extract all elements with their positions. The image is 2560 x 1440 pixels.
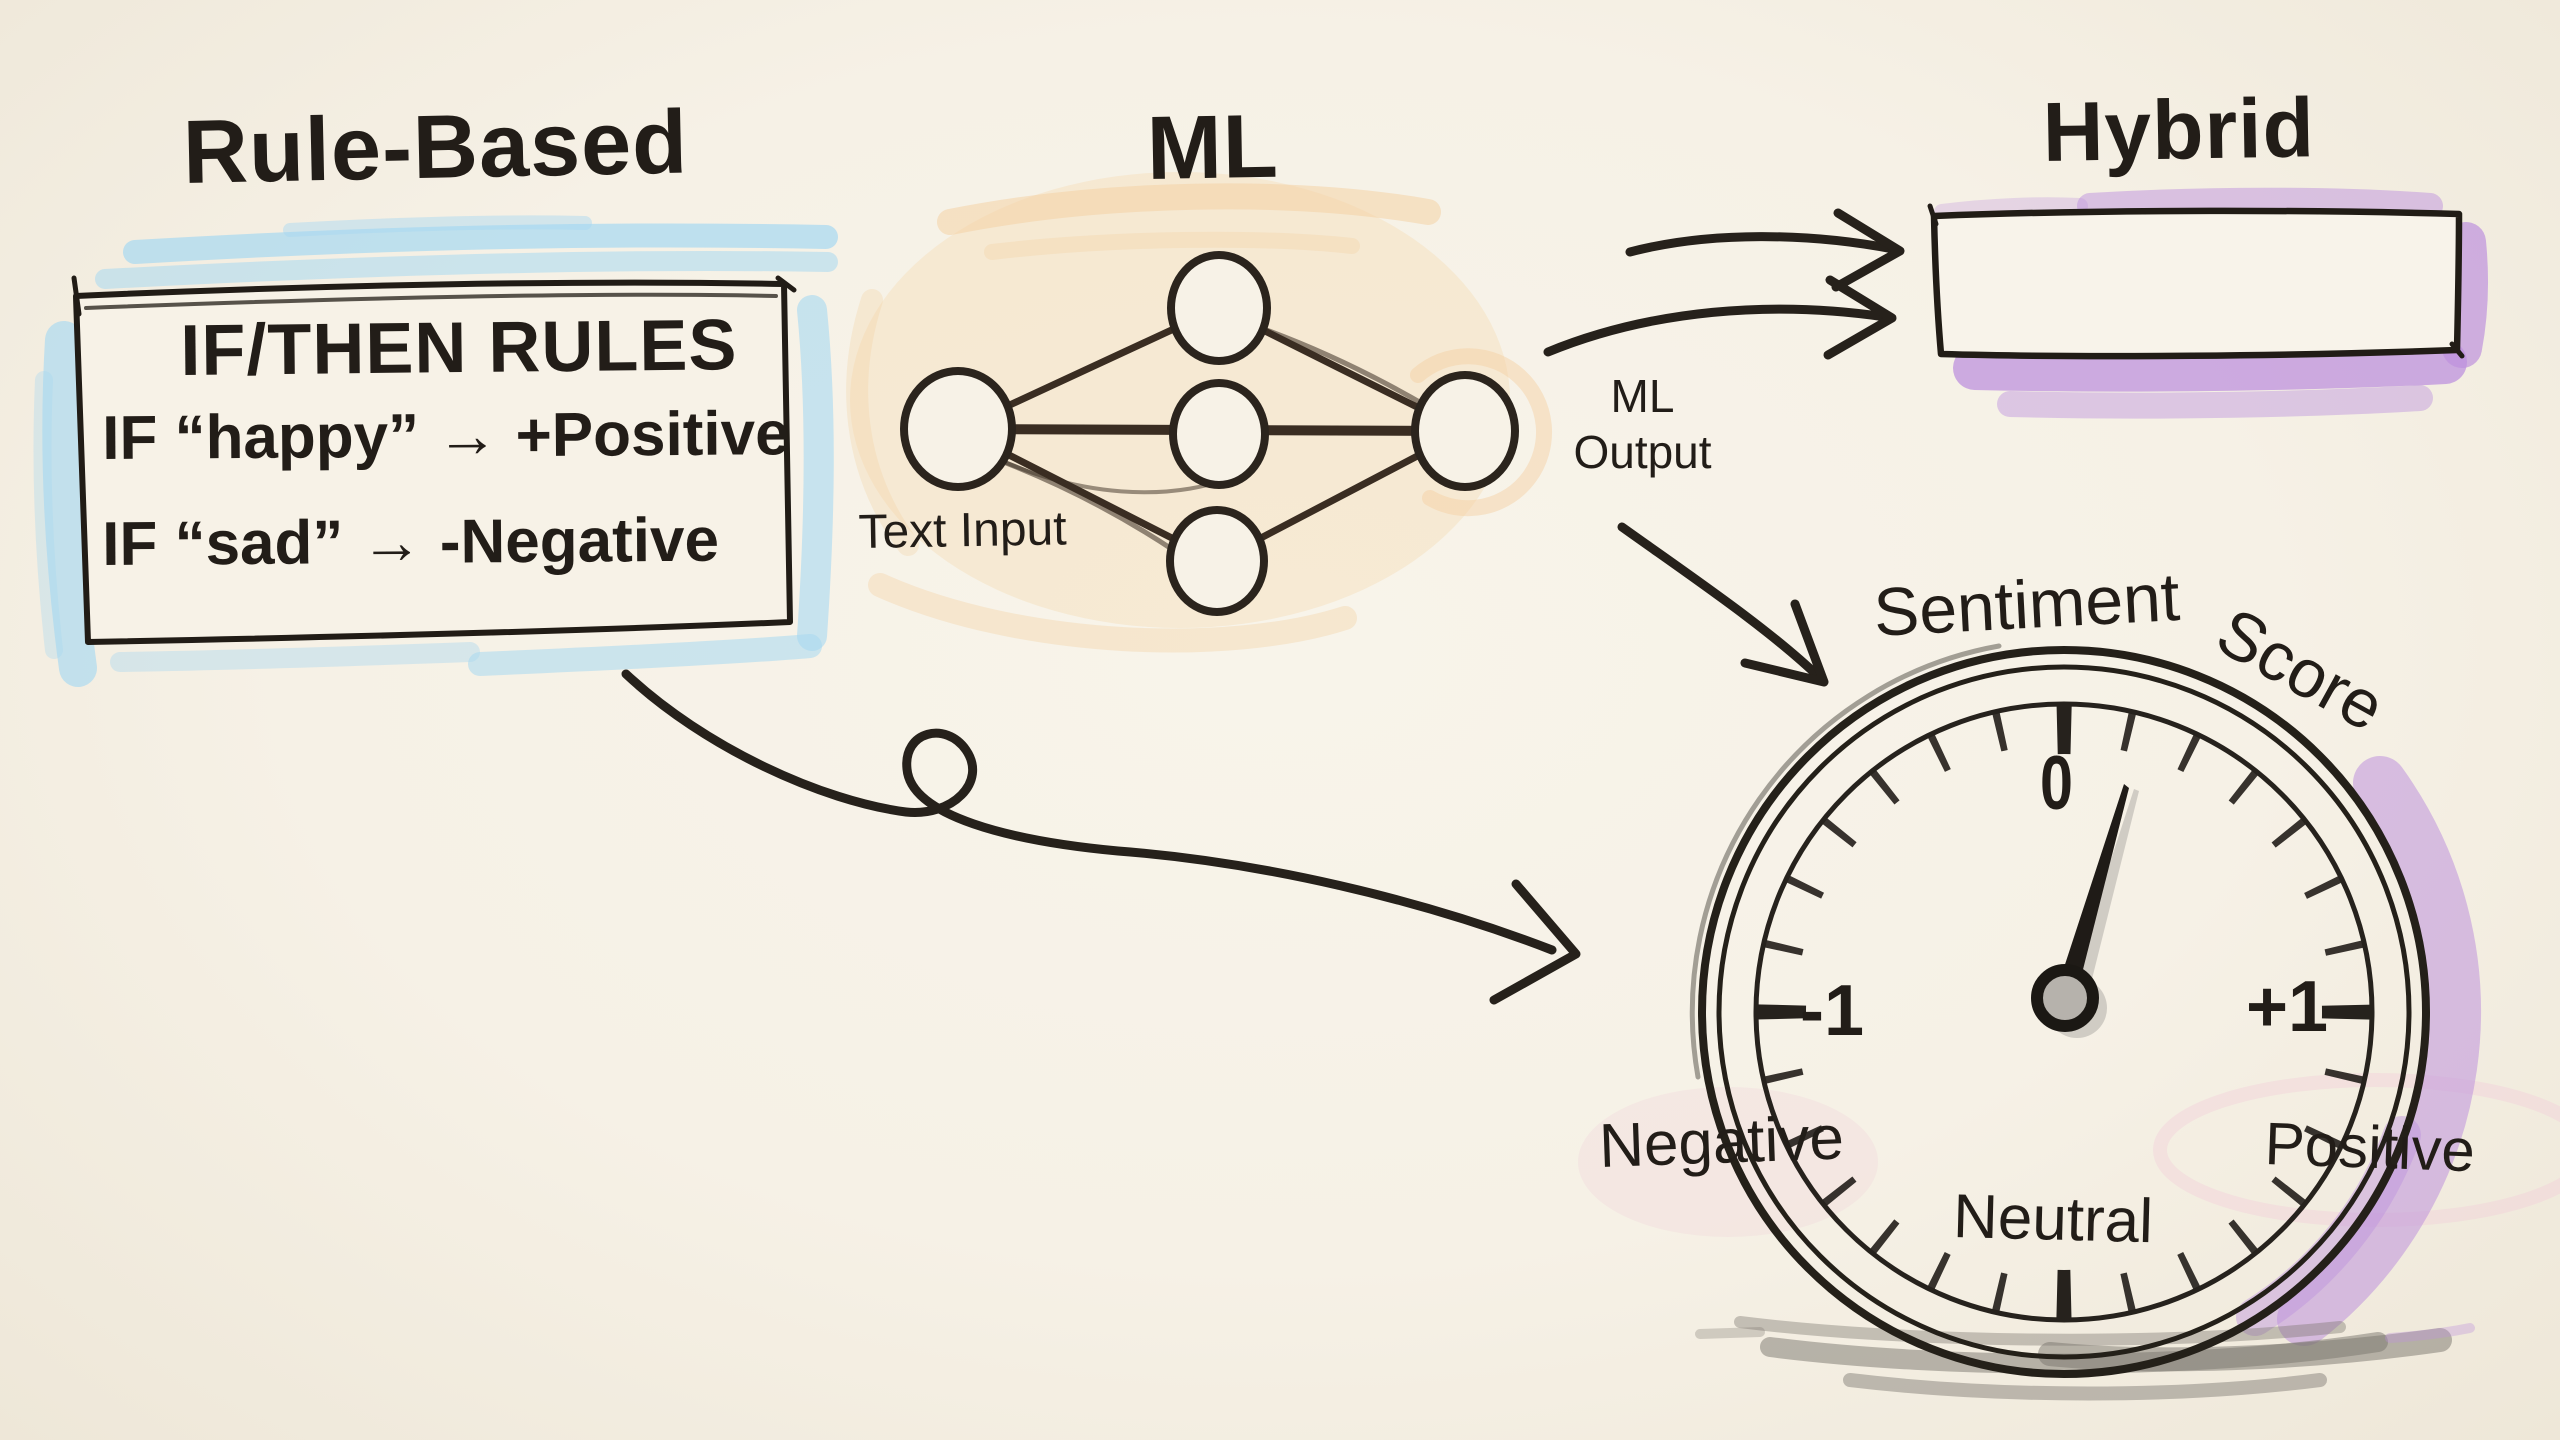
neural-network bbox=[900, 251, 1519, 616]
rule-line-3: IF “sad” → -Negative bbox=[101, 505, 720, 579]
ml-title: ML bbox=[1145, 96, 1280, 199]
ml-to-hybrid-arrow-top bbox=[1625, 208, 1905, 292]
gauge-label-negative: Negative bbox=[1597, 1103, 1845, 1181]
flow-arrows bbox=[621, 208, 1905, 1005]
gauge-tick-ring bbox=[1753, 701, 2375, 1323]
gauge-label-neutral: Neutral bbox=[1952, 1182, 2154, 1257]
hidden-node-middle bbox=[1169, 379, 1269, 489]
network-nodes bbox=[900, 251, 1519, 616]
text-input-label: Text Input bbox=[857, 502, 1067, 559]
input-node bbox=[900, 367, 1016, 491]
hybrid-box bbox=[1927, 203, 2465, 360]
rule-based-title: Rule-Based bbox=[181, 92, 690, 203]
gauge-title-word-1: Sentiment bbox=[1871, 558, 2182, 651]
ml-output-line-2: Output bbox=[1573, 426, 1712, 478]
output-node bbox=[1411, 371, 1519, 491]
hidden-node-bottom bbox=[1166, 506, 1268, 616]
needle-hub bbox=[2031, 964, 2099, 1032]
ml-output-to-gauge-arrow bbox=[1617, 522, 1829, 687]
gauge-major-ticks bbox=[1756, 704, 2372, 1320]
gauge-tick-label-left: -1 bbox=[1800, 971, 1865, 1051]
rule-line-2: IF “happy” → +Positive bbox=[101, 399, 790, 473]
ml-output-line-1: ML bbox=[1610, 370, 1675, 422]
needle-pointer bbox=[2055, 784, 2129, 1001]
gauge-tick-label-right: +1 bbox=[2246, 967, 2329, 1047]
hybrid-box-highlight bbox=[1934, 187, 2489, 419]
sentiment-gauge bbox=[1689, 643, 2482, 1401]
gauge-label-positive: Positive bbox=[2263, 1110, 2477, 1185]
gauge-tick-label-top: 0 bbox=[2040, 741, 2073, 826]
gauge-needle bbox=[2031, 784, 2139, 1038]
gauge-rim bbox=[1689, 643, 2430, 1378]
hidden-node-top bbox=[1167, 251, 1271, 365]
rule-to-gauge-squiggle-arrow bbox=[621, 669, 1581, 1005]
rule-line-1: IF/THEN RULES bbox=[179, 305, 738, 391]
ml-output-label: ML Output bbox=[1550, 368, 1735, 480]
hybrid-title: Hybrid bbox=[2041, 80, 2316, 179]
ml-to-hybrid-arrow-bottom bbox=[1543, 275, 1897, 360]
rule-box bbox=[71, 275, 797, 645]
rule-box-highlight bbox=[33, 215, 838, 687]
